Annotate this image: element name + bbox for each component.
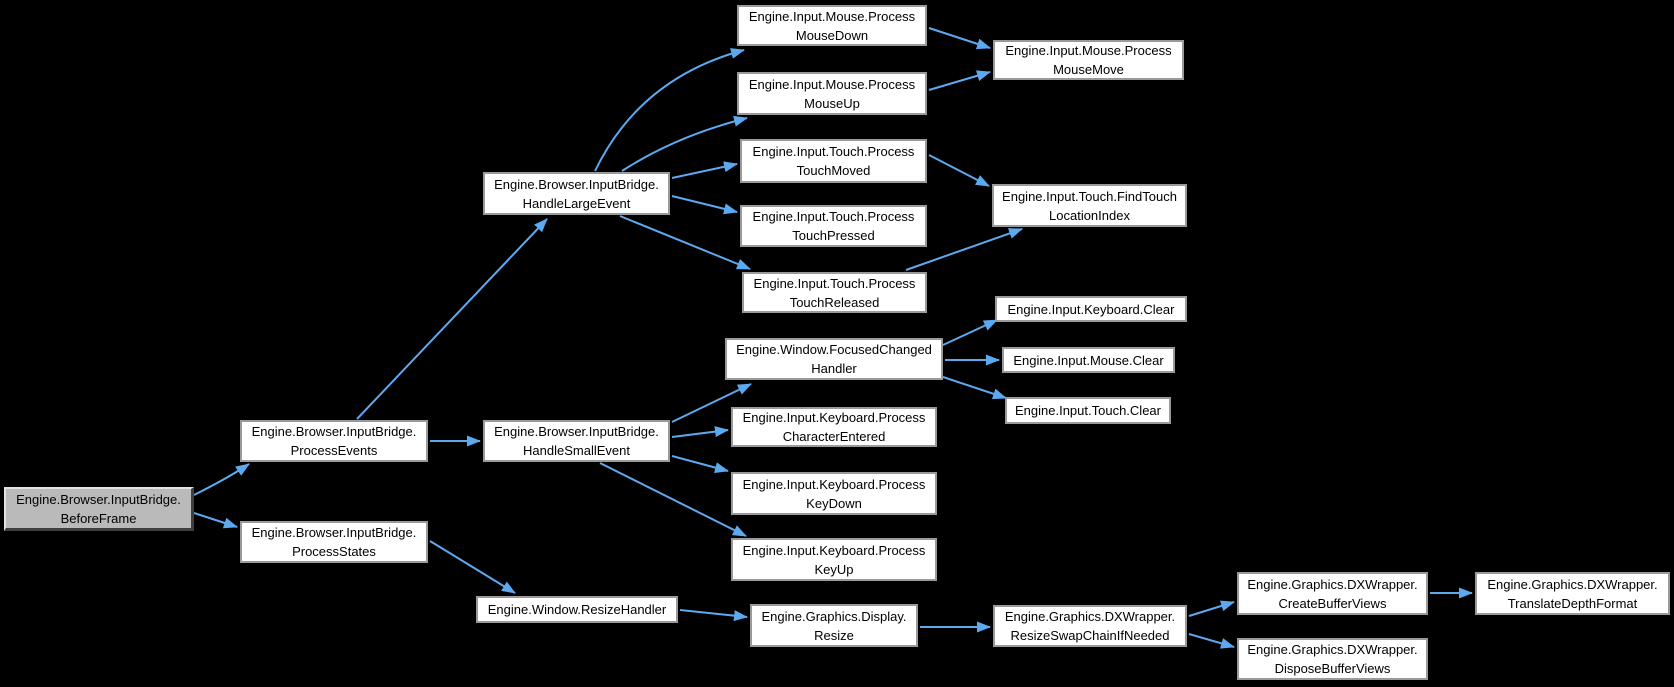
node-label-line: KeyDown [806,495,862,511]
edge-before-frame-to-process-states [193,512,238,529]
node-keyboard-clear[interactable]: Engine.Input.Keyboard.Clear [995,296,1187,322]
node-label-line: Engine.Graphics.Display. [761,608,907,624]
node-label-line: Engine.Graphics.DXWrapper. [1247,642,1418,657]
edge-process-states-to-resize-handler [429,540,516,594]
node-label-line: Engine.Graphics.DXWrapper. [1247,576,1418,592]
node-label-line: MouseDown [795,27,869,43]
node-resize-swap-chain-if-needed[interactable]: Engine.Graphics.DXWrapper. ResizeSwapChai… [993,605,1187,647]
node-label-line: Engine.Window.FocusedChanged [736,342,932,357]
node-label-line: Engine.Input.Mouse.Process [748,76,916,92]
edge-process-touch-released-to-find-touch-location-index [905,228,1023,271]
node-display-resize[interactable]: Engine.Graphics.Display. Resize [750,604,918,647]
node-label-line: ProcessEvents [290,443,378,458]
node-label-line: MouseUp [804,95,860,111]
edge-process-events-to-handle-large-event [356,218,548,420]
node-label-line: Engine.Browser.InputBridge. [251,525,417,540]
edge-resize-swap-chain-if-needed-to-create-buffer-views [1188,600,1235,617]
node-label-line: Engine.Input.Keyboard.Process [742,476,926,492]
node-label-line: LocationIndex [1049,207,1130,223]
node-label-line: Engine.Graphics.DXWrapper. [1487,576,1658,592]
node-label-line: Engine.Input.Touch.Clear [1015,403,1161,418]
node-dispose-buffer-views[interactable]: Engine.Graphics.DXWrapper. DisposeBufferV… [1237,638,1428,680]
edge-process-mouse-up-to-process-mouse-move [928,70,991,91]
node-create-buffer-views[interactable]: Engine.Graphics.DXWrapper. CreateBufferVi… [1237,572,1428,615]
edge-focused-changed-handler-to-keyboard-clear [942,319,998,346]
edge-handle-small-event-to-process-key-down [671,455,729,473]
node-label-line: TouchReleased [789,294,880,310]
edge-handle-large-event-to-process-mouse-up [621,115,748,172]
node-touch-clear[interactable]: Engine.Input.Touch.Clear [1005,397,1171,424]
node-label-line: TouchMoved [796,163,871,178]
edge-resize-swap-chain-if-needed-to-dispose-buffer-views [1188,633,1235,649]
node-label-line: Engine.Input.Keyboard.Clear [1007,301,1175,317]
node-label-line: Engine.Graphics.DXWrapper. [1004,609,1176,624]
node-label-line: HandleSmallEvent [523,443,630,458]
node-before-frame[interactable]: Engine.Browser.InputBridge. BeforeFrame [4,487,194,531]
node-label-line: Engine.Browser.InputBridge. [251,424,417,439]
node-label-line: Engine.Input.Keyboard.Process [742,542,926,558]
node-translate-depth-format[interactable]: Engine.Graphics.DXWrapper. TranslateDepth… [1475,572,1670,615]
node-label-line: Engine.Input.Touch.Process [752,209,915,224]
edge-handle-large-event-to-process-touch-pressed [671,195,738,215]
node-label-line: Engine.Browser.InputBridge. [494,176,659,192]
node-label-line: TouchPressed [792,228,875,243]
edge-handle-large-event-to-process-touch-released [619,215,751,270]
edge-handle-small-event-to-focused-changed-handler [671,383,752,423]
node-label-line: Engine.Input.Touch.FindTouch [1002,188,1177,204]
node-label-line: Engine.Input.Mouse.Process [748,8,916,24]
node-label-line: Engine.Browser.InputBridge. [494,424,659,439]
node-handle-small-event[interactable]: Engine.Browser.InputBridge. HandleSmallEv… [483,420,670,462]
node-label-line: TranslateDepthFormat [1507,595,1638,611]
node-mouse-clear[interactable]: Engine.Input.Mouse.Clear [1002,347,1175,373]
edge-handle-small-event-to-process-key-up [599,462,747,537]
edge-process-touch-moved-to-find-touch-location-index [928,154,990,187]
node-label-line: KeyUp [814,561,854,577]
edge-handle-large-event-to-process-mouse-down [594,48,745,172]
node-label-line: Engine.Window.ResizeHandler [487,602,667,617]
node-label-line: CreateBufferViews [1278,595,1387,611]
edge-before-frame-to-process-events [193,463,250,496]
node-handle-large-event[interactable]: Engine.Browser.InputBridge. HandleLargeEv… [483,172,670,215]
node-label-line: Engine.Input.Keyboard.Process [742,410,926,425]
node-label-line: CharacterEntered [782,429,886,444]
node-label-line: Engine.Input.Mouse.Clear [1013,352,1164,368]
node-label-line: Engine.Input.Touch.Process [753,275,916,291]
edge-resize-handler-to-display-resize [679,609,748,622]
node-label-line: ResizeSwapChainIfNeeded [1010,628,1170,643]
edge-focused-changed-handler-to-touch-clear [942,376,1007,400]
node-label-line: Engine.Browser.InputBridge. [16,491,181,507]
node-label-line: Resize [814,627,854,643]
node-label-line: BeforeFrame [60,510,137,526]
edge-process-mouse-down-to-process-mouse-move [928,27,991,50]
node-label-line: Handler [811,361,857,376]
node-label-line: HandleLargeEvent [522,195,631,211]
node-process-states[interactable]: Engine.Browser.InputBridge. ProcessStates [240,521,428,563]
node-process-events[interactable]: Engine.Browser.InputBridge. ProcessEvents [240,420,428,462]
node-label-line: ProcessStates [292,544,376,559]
node-label-line: MouseMove [1053,62,1124,77]
node-label-line: DisposeBufferViews [1274,661,1391,676]
node-resize-handler[interactable]: Engine.Window.ResizeHandler [476,596,678,623]
node-label-line: Engine.Input.Touch.Process [752,144,915,159]
edge-handle-small-event-to-process-character-entered [671,426,729,438]
edge-handle-large-event-to-process-touch-moved [671,161,738,179]
node-label-line: Engine.Input.Mouse.Process [1005,43,1172,58]
